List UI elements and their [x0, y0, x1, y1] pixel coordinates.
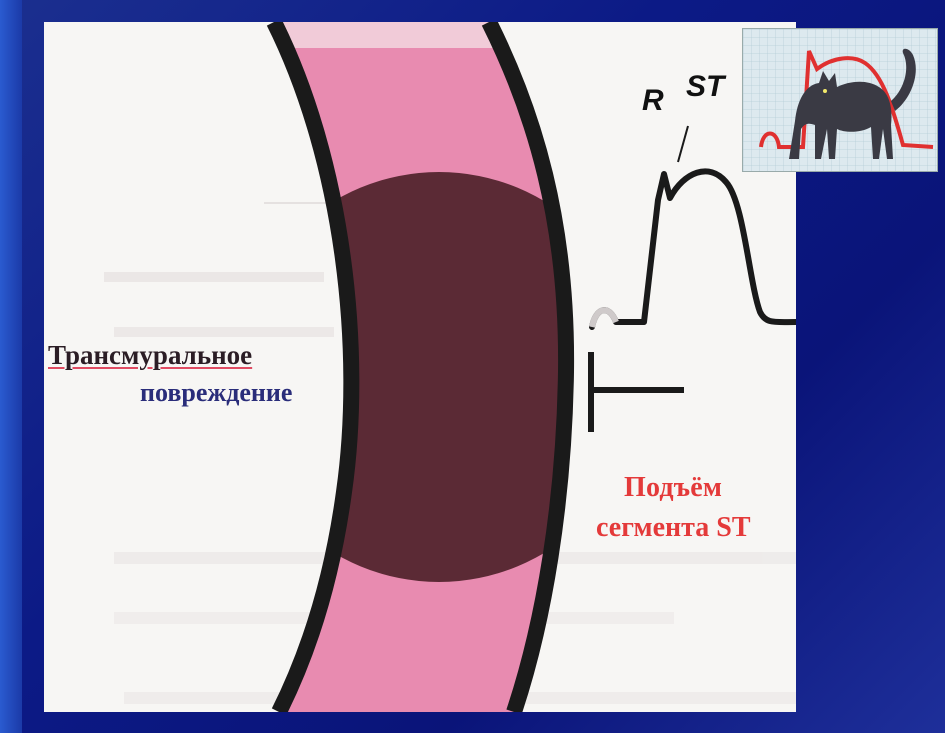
cat-inset — [742, 28, 938, 172]
cat-arched-icon — [743, 29, 937, 171]
damage-label: повреждение — [140, 378, 292, 408]
ecg-r-label: R — [642, 84, 664, 118]
st-rise-label-line1: Подъём — [624, 472, 722, 504]
st-pointer — [678, 126, 688, 162]
transmural-damage-zone — [234, 172, 644, 582]
slide-left-border — [0, 0, 22, 733]
transmural-label: Трансмуральное — [48, 340, 252, 371]
ecg-st-label: ST — [686, 70, 724, 104]
slide-canvas: R ST Трансмуральное повреждение Подъём с… — [44, 22, 796, 712]
ecg-trace-icon — [592, 171, 796, 327]
st-rise-label-line2: сегмента ST — [596, 512, 751, 544]
